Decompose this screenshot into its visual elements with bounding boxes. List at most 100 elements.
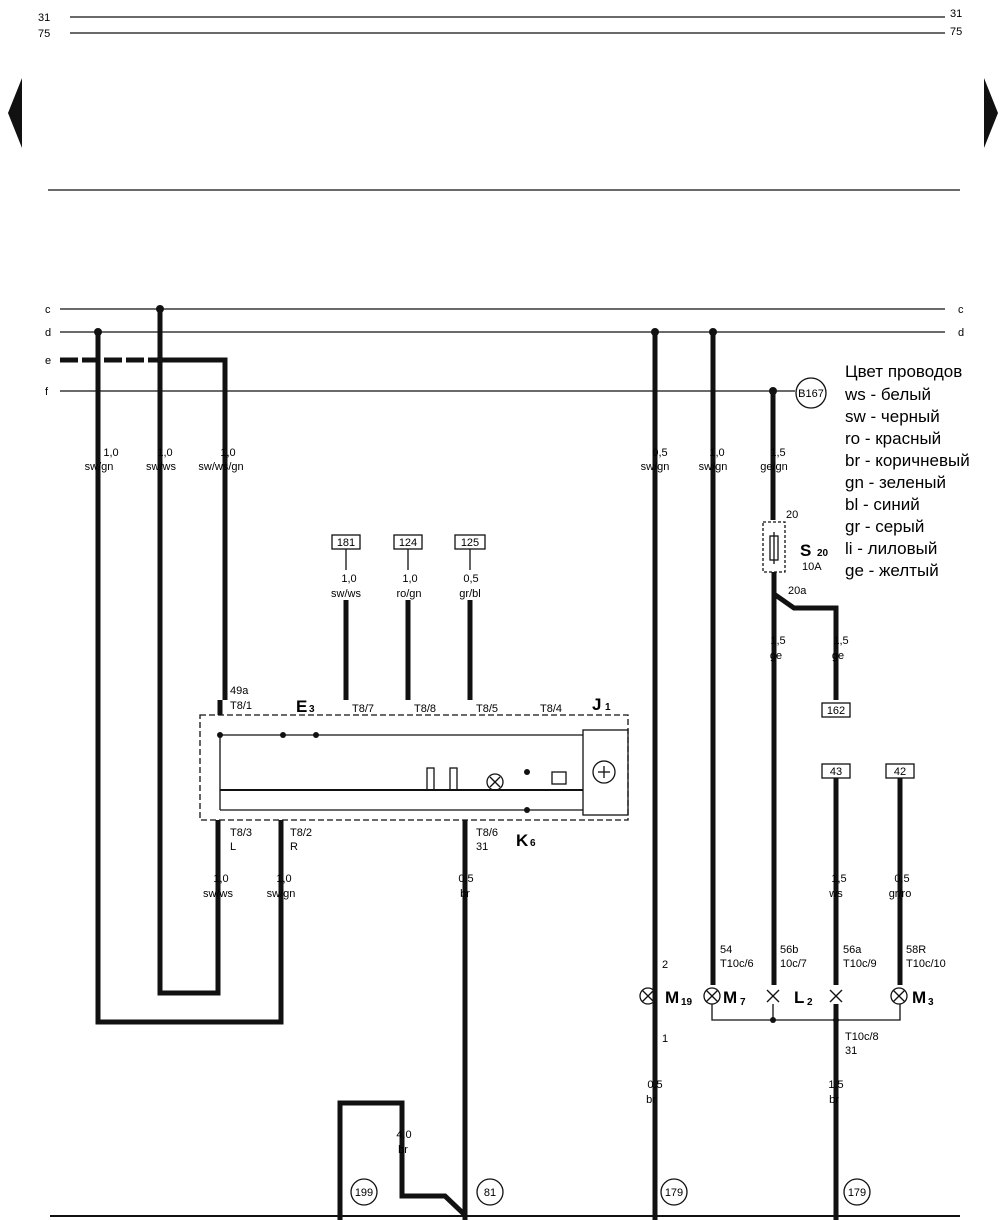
relay-ref-b167: B167 [798, 388, 824, 400]
pin-58r-conn: T10c/10 [906, 958, 946, 970]
label-m3-sub: 3 [928, 997, 934, 1008]
wire-label-color: sw/gn [267, 888, 296, 900]
ref-box-43: 43 [830, 766, 842, 778]
wire-label-gauge: 0,5 [894, 873, 909, 885]
wire-label-color: gr/ro [889, 888, 912, 900]
legend-item: sw - черный [845, 407, 940, 426]
m19-pin-out: 1 [662, 1033, 668, 1045]
pin-31: 31 [476, 841, 488, 853]
lamp-m3-icon [890, 987, 908, 1005]
pin-58r: 58R [906, 944, 926, 956]
wire-label-gauge: 0,5 [458, 873, 473, 885]
wire-label-color: sw/ws/gn [198, 461, 243, 473]
wire-label-gauge: 1,5 [833, 635, 848, 647]
lamp-56a-icon [829, 989, 843, 1003]
m19-pin-in: 2 [662, 959, 668, 971]
ground-pin-t10c8: T10c/8 [845, 1031, 879, 1043]
ref-box-42: 42 [894, 766, 906, 778]
wire-label-gauge: 1,0 [402, 573, 417, 585]
wire-label-color: ws [828, 888, 843, 900]
pin-t8-8: T8/8 [414, 703, 436, 715]
legend-item: br - коричневый [845, 451, 970, 470]
fuse-name: S [800, 541, 811, 560]
prev-page-arrow-icon[interactable] [8, 78, 22, 148]
legend-item: li - лиловый [845, 539, 937, 558]
wire-label-color: br [646, 1094, 656, 1106]
wire-label-color: ge/gn [760, 461, 788, 473]
next-page-arrow-icon[interactable] [984, 78, 998, 148]
label-j1: J [592, 695, 601, 714]
wire-label-gauge: 4,0 [396, 1129, 411, 1141]
pin-t8-4: T8/4 [540, 703, 562, 715]
wire-label-color: ge [770, 650, 782, 662]
fuse-pin-in: 20 [786, 509, 798, 521]
pin-56b: 56b [780, 944, 798, 956]
label-l2-sub: 2 [807, 997, 813, 1008]
wire-label-gauge: 1,5 [828, 1079, 843, 1091]
wire-label-color: ge [832, 650, 844, 662]
label-j1-sub: 1 [605, 702, 611, 713]
ground-pin-31: 31 [845, 1045, 857, 1057]
bus-e-left: e [45, 355, 51, 367]
wire-label-color: sw/gn [699, 461, 728, 473]
label-m7: M [723, 988, 737, 1007]
wire-label-color: ro/gn [396, 588, 421, 600]
legend-item: gr - серый [845, 517, 924, 536]
pin-t8-7: T8/7 [352, 703, 374, 715]
fuse-pin-out: 20a [788, 585, 807, 597]
lamp-l2-icon [766, 989, 780, 1003]
fuse-rating: 10A [802, 561, 822, 573]
ground-ref-81: 81 [484, 1187, 496, 1199]
legend-item: ro - красный [845, 429, 941, 448]
legend-item: bl - синий [845, 495, 920, 514]
pin-l: L [230, 841, 236, 853]
label-m3: M [912, 988, 926, 1007]
pin-54-conn: T10c/6 [720, 958, 754, 970]
lamp-m7-icon [703, 987, 721, 1005]
ref-box-124: 124 [399, 537, 417, 549]
pin-56a-conn: T10c/9 [843, 958, 877, 970]
label-k6: K [516, 831, 529, 850]
label-m19: M [665, 988, 679, 1007]
pin-t8-1: T8/1 [230, 700, 252, 712]
wire-label-color: br [460, 888, 470, 900]
label-l2: L [794, 988, 804, 1007]
pin-56a: 56a [843, 944, 862, 956]
header-left-31: 31 [38, 12, 50, 24]
wire-label-gauge: 1,0 [709, 447, 724, 459]
wire-label-color: br [398, 1144, 408, 1156]
wire-label-gauge: 1,0 [213, 873, 228, 885]
lamp-m19-icon [639, 987, 657, 1005]
pin-54: 54 [720, 944, 732, 956]
wire-label-gauge: 1,5 [770, 635, 785, 647]
ref-box-125: 125 [461, 537, 479, 549]
ground-ref-179a: 179 [665, 1187, 683, 1199]
pin-t8-3: T8/3 [230, 827, 252, 839]
ref-box-181: 181 [337, 537, 355, 549]
header-right-31: 31 [950, 8, 962, 20]
bus-d-left: d [45, 327, 51, 339]
wire-label-color: sw/ws [146, 461, 176, 473]
legend-item: ge - желтый [845, 561, 939, 580]
pin-t8-5: T8/5 [476, 703, 498, 715]
header-left-75: 75 [38, 28, 50, 40]
wire-label-gauge: 1,0 [276, 873, 291, 885]
wire-label-gauge: 0,5 [463, 573, 478, 585]
label-k6-sub: 6 [530, 838, 536, 849]
pin-49a: 49a [230, 685, 249, 697]
wire-label-gauge: 0,5 [652, 447, 667, 459]
label-e3: E [296, 697, 307, 716]
wire-label-gauge: 1,0 [103, 447, 118, 459]
wire-label-gauge: 1,5 [831, 873, 846, 885]
wire-label-gauge: 1,0 [157, 447, 172, 459]
wire-label-color: sw/ws [203, 888, 233, 900]
wire-label-color: br [829, 1094, 839, 1106]
legend-title: Цвет проводов [845, 362, 962, 381]
switch-block [199, 714, 629, 821]
ground-ref-179b: 179 [848, 1187, 866, 1199]
wire-label-gauge: 0,5 [647, 1079, 662, 1091]
legend-item: gn - зеленый [845, 473, 946, 492]
fuse-sub: 20 [817, 548, 829, 559]
legend-item: ws - белый [844, 385, 931, 404]
